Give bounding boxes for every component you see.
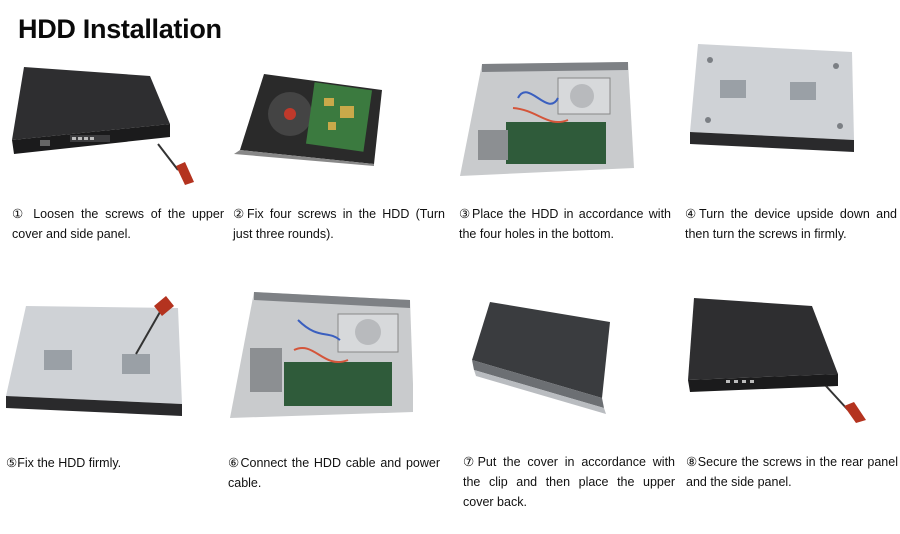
step-3-caption: ③Place the HDD in accordance with the fo… bbox=[459, 207, 671, 241]
step-1-caption: ① Loosen the screws of the upper cover a… bbox=[12, 207, 224, 241]
dvr-cables-photo bbox=[228, 290, 413, 425]
step-5-caption: ⑤Fix the HDD firmly. bbox=[6, 456, 122, 470]
dvr-interior-photo bbox=[458, 58, 638, 183]
step-8-caption: ⑧Secure the screws in the rear panel and… bbox=[686, 455, 898, 489]
step-7-caption: ⑦Put the cover in accordance with the cl… bbox=[463, 455, 675, 509]
step-2-caption: ②Fix four screws in the HDD (Turn just t… bbox=[233, 207, 445, 241]
dvr-bottom-photo bbox=[686, 44, 858, 156]
hard-drive-photo bbox=[232, 72, 387, 167]
step-6-caption: ⑥Connect the HDD cable and power cable. bbox=[228, 456, 440, 490]
open-dvr-cover-photo bbox=[10, 62, 195, 187]
dvr-cover-photo bbox=[470, 298, 620, 418]
step-4-caption: ④Turn the device upside down and then tu… bbox=[685, 207, 897, 241]
page-title: HDD Installation bbox=[18, 14, 222, 44]
dvr-rear-screwdriver-photo bbox=[686, 296, 871, 426]
dvr-bottom-screwdriver-photo bbox=[4, 292, 184, 422]
